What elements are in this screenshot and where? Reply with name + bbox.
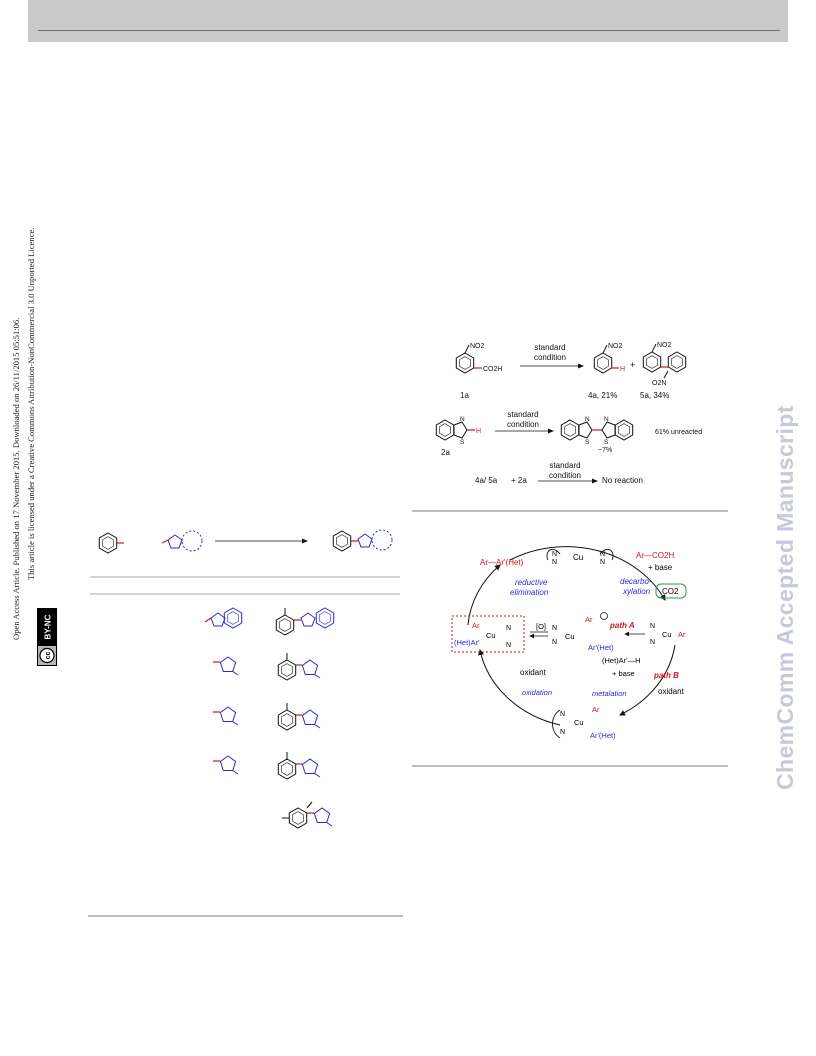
cc-icon (39, 647, 55, 664)
svg-text:S: S (585, 439, 590, 446)
accepted-manuscript-watermark: ChemComm Accepted Manuscript (772, 405, 798, 790)
svg-text:NO2: NO2 (470, 343, 485, 350)
svg-text:N: N (506, 625, 511, 632)
svg-text:Ar—CO2H: Ar—CO2H (636, 551, 674, 560)
bottom-cu-complex: N N Cu Ar Ar'(Het) (552, 705, 616, 740)
svg-text:+ 2a: + 2a (511, 476, 527, 485)
svg-text:oxidation: oxidation (522, 688, 552, 697)
scheme-divider-rule (412, 510, 728, 512)
svg-text:Cu: Cu (565, 632, 575, 641)
svg-text:N: N (650, 639, 655, 646)
svg-text:N: N (600, 551, 605, 558)
svg-text:S: S (460, 439, 465, 446)
svg-text:oxidant: oxidant (520, 668, 547, 677)
svg-text:N: N (506, 642, 511, 649)
top-cu-complex: N N Cu N N (546, 548, 614, 566)
svg-text:CO2: CO2 (662, 587, 679, 596)
svg-text:H: H (620, 366, 625, 373)
svg-text:[O]: [O] (536, 622, 546, 631)
svg-text:~7%: ~7% (598, 447, 612, 454)
svg-text:1a: 1a (460, 391, 469, 400)
table-row (282, 801, 333, 829)
svg-text:Ar: Ar (585, 615, 593, 624)
svg-text:S: S (604, 439, 609, 446)
header-rule (38, 30, 780, 31)
svg-text:Ar'(Het): Ar'(Het) (588, 643, 614, 652)
svg-text:+: + (630, 360, 635, 370)
svg-text:condition: condition (534, 353, 566, 362)
right-cu-complex: N N Cu Ar (650, 623, 686, 646)
table-row (213, 703, 321, 731)
svg-text:Cu: Cu (573, 553, 583, 562)
svg-text:N: N (600, 559, 605, 566)
svg-text:standard: standard (507, 410, 538, 419)
svg-text:5a, 34%: 5a, 34% (640, 391, 669, 400)
svg-text:O2N: O2N (652, 380, 666, 387)
svg-text:No reaction: No reaction (602, 476, 643, 485)
svg-text:Ar: Ar (472, 621, 480, 630)
svg-text:Ar: Ar (592, 705, 600, 714)
svg-text:Ar'(Het): Ar'(Het) (590, 731, 616, 740)
control-row-1: NO2 CO2H standard condition NO2 H + NO2 … (455, 342, 687, 400)
svg-text:N: N (560, 729, 565, 736)
svg-text:condition: condition (507, 420, 539, 429)
svg-text:4a, 21%: 4a, 21% (588, 391, 617, 400)
svg-text:N: N (552, 625, 557, 632)
svg-text:Cu: Cu (662, 630, 672, 639)
svg-text:N: N (650, 623, 655, 630)
open-access-notice[interactable]: Open Access Article. Published on 17 Nov… (11, 317, 21, 640)
svg-text:N: N (552, 551, 557, 558)
svg-text:Ar: Ar (678, 630, 686, 639)
svg-text:(Het)Ar'—H: (Het)Ar'—H (602, 656, 641, 665)
svg-text:oxidant: oxidant (658, 687, 685, 696)
svg-text:path B: path B (653, 671, 679, 680)
svg-text:BY-NC: BY-NC (44, 614, 53, 639)
svg-text:N: N (560, 711, 565, 718)
svg-text:N: N (552, 559, 557, 566)
table-row (213, 752, 321, 780)
control-row-3: 4a/ 5a + 2a standard condition No reacti… (475, 461, 643, 485)
highlighted-cu-complex (451, 615, 525, 653)
control-row-2: N S H standard condition N S N S 2a ~7% … (435, 410, 702, 457)
general-reaction (98, 529, 393, 554)
svg-text:NO2: NO2 (608, 343, 623, 350)
svg-text:Cu: Cu (486, 631, 496, 640)
svg-text:N: N (604, 416, 609, 423)
substrate-scope-table (90, 529, 400, 829)
svg-text:N: N (585, 416, 590, 423)
svg-text:+ base: + base (612, 669, 635, 678)
svg-text:2a: 2a (441, 448, 450, 457)
svg-text:+ base: + base (648, 563, 673, 572)
control-experiments-scheme: NO2 CO2H standard condition NO2 H + NO2 … (435, 342, 702, 485)
svg-text:CO2H: CO2H (483, 366, 502, 373)
svg-text:metalation: metalation (592, 689, 627, 698)
svg-text:path A: path A (609, 621, 635, 630)
center-cu-complex: N N Cu Ar Ar'(Het) (552, 615, 614, 652)
svg-text:61% unreacted: 61% unreacted (655, 429, 702, 436)
table-row (213, 653, 321, 681)
mechanism-scheme: N N Cu N N Ar—CO2H + base decarbo-xylati… (451, 546, 687, 740)
table-row (204, 607, 335, 636)
decarboxylation-label: decarbo-xylation (620, 577, 652, 596)
svg-text:N: N (460, 416, 465, 423)
svg-text:H: H (476, 428, 481, 435)
svg-text:NO2: NO2 (657, 342, 672, 349)
svg-text:N: N (552, 639, 557, 646)
svg-text:Ar—Ar'(Het): Ar—Ar'(Het) (480, 558, 524, 567)
svg-text:condition: condition (549, 471, 581, 480)
cc-license-badge[interactable]: cc BY-NC (17, 608, 57, 666)
table-bottom-rule (88, 915, 403, 917)
svg-text:cc: cc (45, 652, 52, 660)
svg-text:4a/ 5a: 4a/ 5a (475, 476, 498, 485)
mechanism-bottom-rule (412, 765, 728, 767)
svg-text:standard: standard (534, 343, 565, 352)
co2-box (655, 583, 687, 599)
license-notice[interactable]: This article is licensed under a Creativ… (26, 227, 36, 581)
svg-text:(Het)Ar': (Het)Ar' (454, 638, 480, 647)
svg-text:Cu: Cu (574, 718, 584, 727)
svg-text:standard: standard (549, 461, 580, 470)
journal-header-bar (28, 0, 788, 42)
